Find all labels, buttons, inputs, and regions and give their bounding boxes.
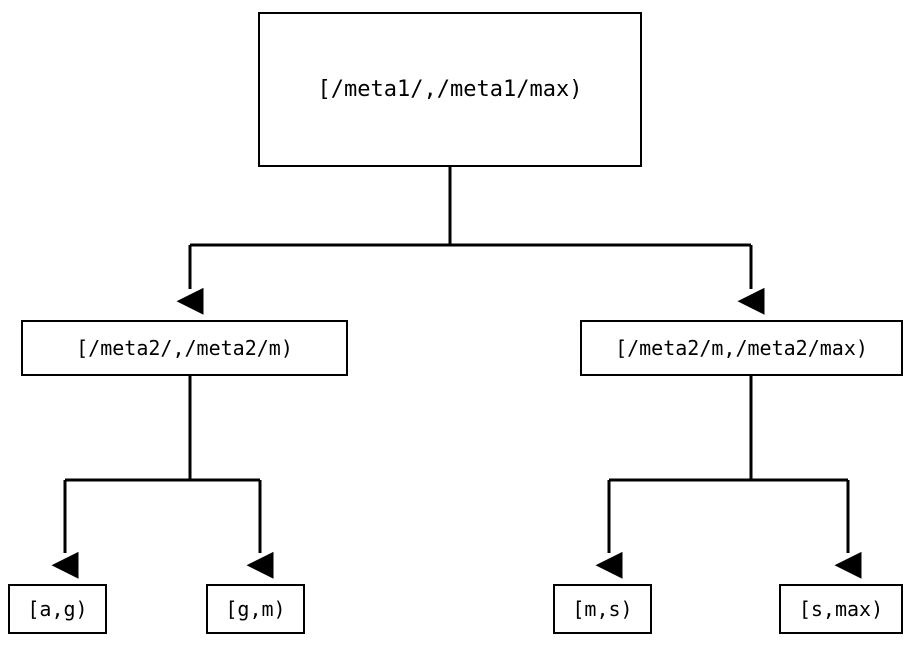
node-leaf-3[interactable]: [m,s) (553, 584, 652, 634)
node-leaf-4-label: [s,max) (798, 597, 884, 621)
node-leaf-3-label: [m,s) (572, 597, 633, 621)
edge-root-to-mid-left (176, 167, 452, 315)
node-leaf-2[interactable]: [g,m) (206, 584, 305, 634)
node-mid-left[interactable]: [/meta2/,/meta2/m) (21, 320, 348, 376)
node-mid-right-label: [/meta2/m,/meta2/max) (615, 336, 868, 360)
node-leaf-4[interactable]: [s,max) (779, 584, 903, 634)
node-leaf-1[interactable]: [a,g) (8, 584, 107, 634)
edge-mid-right-to-leaf-3 (595, 376, 753, 579)
node-mid-left-label: [/meta2/,/meta2/m) (76, 336, 293, 360)
node-leaf-1-label: [a,g) (27, 597, 88, 621)
node-mid-right[interactable]: [/meta2/m,/meta2/max) (580, 320, 903, 376)
node-root[interactable]: [/meta1/,/meta1/max) (258, 12, 642, 167)
node-root-label: [/meta1/,/meta1/max) (317, 76, 583, 102)
node-leaf-2-label: [g,m) (225, 597, 286, 621)
edge-mid-left-to-leaf-2 (190, 478, 274, 579)
edge-root-to-mid-right (450, 243, 765, 315)
edge-mid-right-to-leaf-4 (751, 478, 862, 579)
edge-mid-left-to-leaf-1 (51, 376, 192, 579)
